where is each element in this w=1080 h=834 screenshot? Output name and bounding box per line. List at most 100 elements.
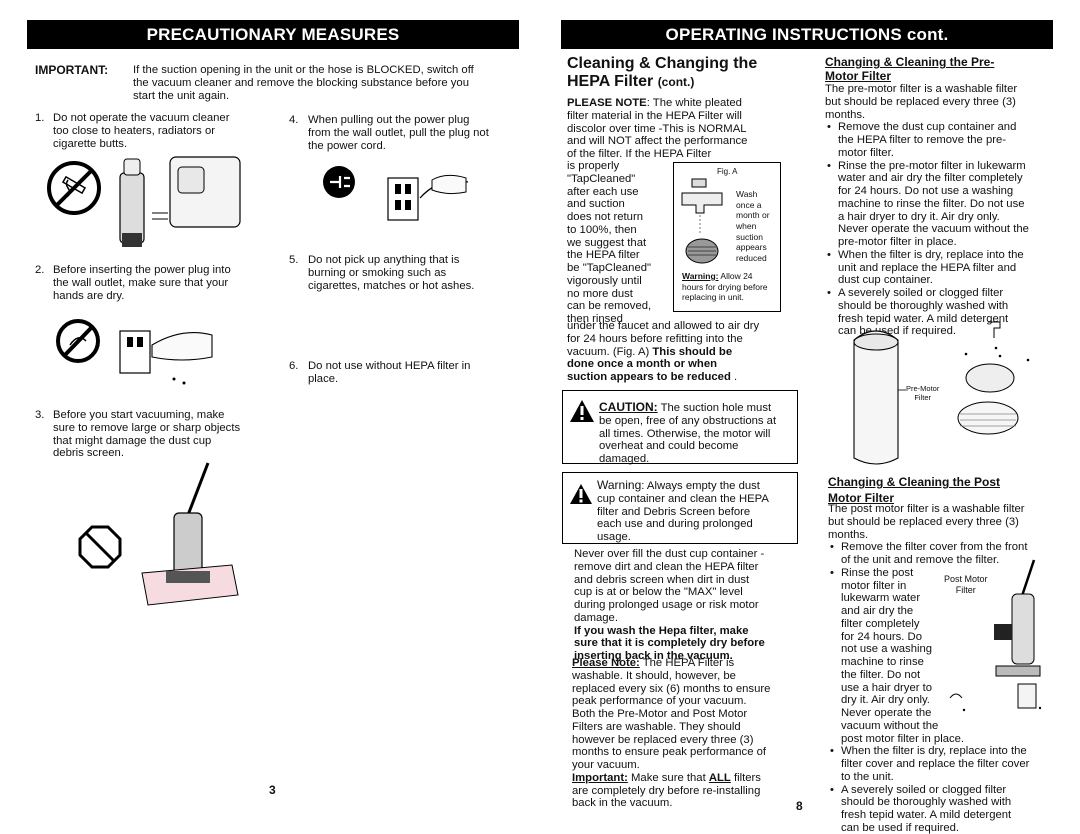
text-line: vigorously until xyxy=(567,274,642,287)
text-line: but should be replaced every three (3) xyxy=(825,95,1016,108)
fig-a-label: Fig. A xyxy=(717,167,738,176)
pull-plug-image xyxy=(323,166,469,221)
text-line: ALL xyxy=(708,771,731,784)
text-line: Remove the filter cover from the front xyxy=(841,541,1028,554)
text-line: filter completely xyxy=(841,617,920,630)
precaution-item-3: 3. Before you start vacuuming, make sure… xyxy=(35,409,275,460)
text-line: does not return xyxy=(567,211,643,223)
warning-label: Warning: xyxy=(682,271,719,281)
banner-title: PRECAUTIONARY MEASURES xyxy=(146,24,400,44)
fig-a-wash-text: Wash once a month or when suction appear… xyxy=(736,189,770,263)
title-line: Motor Filter xyxy=(825,69,891,84)
pre-motor-title: Changing & Cleaning the Pre- Motor Filte… xyxy=(825,55,1055,84)
text-line: back in the vacuum. xyxy=(572,797,673,810)
warning-box: Warning: Always empty the dust cup conta… xyxy=(562,472,798,544)
text-line: discolor over time -This is NORMAL xyxy=(567,122,747,135)
text-line: : Always empty the dust xyxy=(641,480,760,492)
important-label: Important: xyxy=(572,771,628,784)
item-number: 2. xyxy=(35,264,45,276)
caution-text: CAUTION: The suction hole must be open, … xyxy=(599,400,795,466)
text-line: Wash xyxy=(736,189,758,199)
important-text: If the suction opening in the unit or th… xyxy=(133,64,513,102)
text-line: reduced xyxy=(736,252,767,263)
text-line: when xyxy=(736,220,757,231)
text-line: overheat and could become xyxy=(599,440,739,453)
text-line: This should be xyxy=(652,345,733,358)
warning-triangle-icon xyxy=(570,400,594,422)
text-line: should be thoroughly washed with xyxy=(838,299,1009,312)
text-line: When the filter is dry, replace into the xyxy=(838,248,1024,261)
precaution-item-6: 6. Do not use without HEPA filter in pla… xyxy=(289,360,514,386)
hepa-rinse-text: under the faucet and allowed to air dry … xyxy=(567,320,807,384)
text-line: If the suction opening in the unit or th… xyxy=(133,64,474,76)
post-motor-filter-image xyxy=(949,559,1042,712)
text-line: dry it. Air dry only. xyxy=(841,694,930,707)
text-line: for 24 hours. Do xyxy=(841,630,923,643)
text-line: done once a month or when xyxy=(567,358,718,371)
please-note-text: Please Note: The HEPA Filter is washable… xyxy=(572,657,802,810)
text-line: Pre-Motor xyxy=(906,384,940,393)
faucet-filter-image xyxy=(681,178,723,264)
precaution-item-2: 2. Before inserting the power plug into … xyxy=(35,264,275,302)
hepa-tapclean-text: is properly "TapCleaned" after each use … xyxy=(567,160,675,326)
text-line: When the filter is dry, replace into the xyxy=(841,745,1027,758)
warning-triangle-icon xyxy=(570,484,592,504)
list-item: Remove the dust cup container and the HE… xyxy=(825,121,1053,159)
text-line: . xyxy=(730,371,738,383)
text-line: machine to rinse the filter. Do not use xyxy=(838,197,1025,210)
overfill-text: Never over fill the dust cup container -… xyxy=(574,548,800,663)
text-line: Before you start vacuuming, make xyxy=(53,409,225,421)
text-line: and will NOT affect the performance xyxy=(567,135,748,148)
text-line: months. xyxy=(828,528,869,541)
title-line: HEPA Filter xyxy=(567,73,654,91)
text-line: A severely soiled or clogged filter xyxy=(841,783,1007,796)
text-line: start the unit again. xyxy=(133,89,230,102)
item-number: 4. xyxy=(289,114,299,126)
text-line: of the unit and remove the filter. xyxy=(841,554,1000,566)
text-line: post motor filter in place. xyxy=(841,732,965,745)
text-line: usage. xyxy=(597,531,631,543)
text-line: cigarettes, matches or hot ashes. xyxy=(308,279,475,292)
text-line: we suggest that xyxy=(567,236,647,249)
text-line: When pulling out the power plug xyxy=(308,114,470,126)
fig-a-box: Fig. A Wash once a month or when suction… xyxy=(673,162,781,312)
text-line: The HEPA Filter is xyxy=(639,657,735,669)
list-item: Rinse the post motor filter in lukewarm … xyxy=(828,567,1054,746)
text-line: Remove the dust cup container and xyxy=(838,121,1017,134)
vacuum-near-heater-image xyxy=(119,156,241,247)
text-line: use a hair dryer to xyxy=(841,681,933,694)
vacuum-sharp-objects-image xyxy=(78,462,239,606)
text-line: and air dry the xyxy=(841,605,914,617)
text-line: "TapCleaned" xyxy=(567,172,636,185)
precaution-item-5: 5. Do not pick up anything that is burni… xyxy=(289,254,514,292)
text-line: months to ensure peak performance of xyxy=(572,746,767,759)
text-line: vacuum. (Fig. A) xyxy=(567,345,653,358)
title-cont: (cont.) xyxy=(657,75,695,90)
text-line: unit and replace the HEPA filter and xyxy=(838,261,1017,274)
text-line: peak performance of your vacuum. xyxy=(572,695,747,708)
text-line: suction xyxy=(736,231,763,242)
text-line: The post motor filter is a washable filt… xyxy=(828,503,1025,515)
text-line: under the faucet and allowed to air dry xyxy=(567,320,760,332)
title-line: Cleaning & Changing the xyxy=(567,55,758,72)
pre-motor-filter-image xyxy=(853,321,1030,465)
text-line: The suction hole must xyxy=(657,402,772,414)
page-number-right: 8 xyxy=(796,799,803,813)
text-line: the filter. Do not xyxy=(841,668,921,681)
text-line: cigarette butts. xyxy=(53,137,128,150)
text-line: fresh tepid water. A mild detergent xyxy=(838,312,1009,325)
text-line: lukewarm water xyxy=(841,592,921,605)
text-line: however be replaced every three (3) xyxy=(572,733,754,746)
text-line: machine to rinse xyxy=(841,656,924,668)
text-line: then rinsed xyxy=(567,313,623,325)
text-line: pre-motor filter in place. xyxy=(838,236,957,248)
text-line: of the filter. If the HEPA Filter xyxy=(567,148,712,160)
item-number: 1. xyxy=(35,112,45,124)
text-line: month or xyxy=(736,210,770,221)
title-line: Changing & Cleaning the Pre- xyxy=(825,55,995,69)
hepa-note: PLEASE NOTE: The white pleated filter ma… xyxy=(567,97,803,161)
text-line: should be thoroughly washed with xyxy=(841,796,1012,809)
text-line: be open, free of any obstructions at xyxy=(599,414,777,427)
text-line: : The white pleated xyxy=(646,97,742,109)
text-line: not use a washing xyxy=(841,643,933,656)
